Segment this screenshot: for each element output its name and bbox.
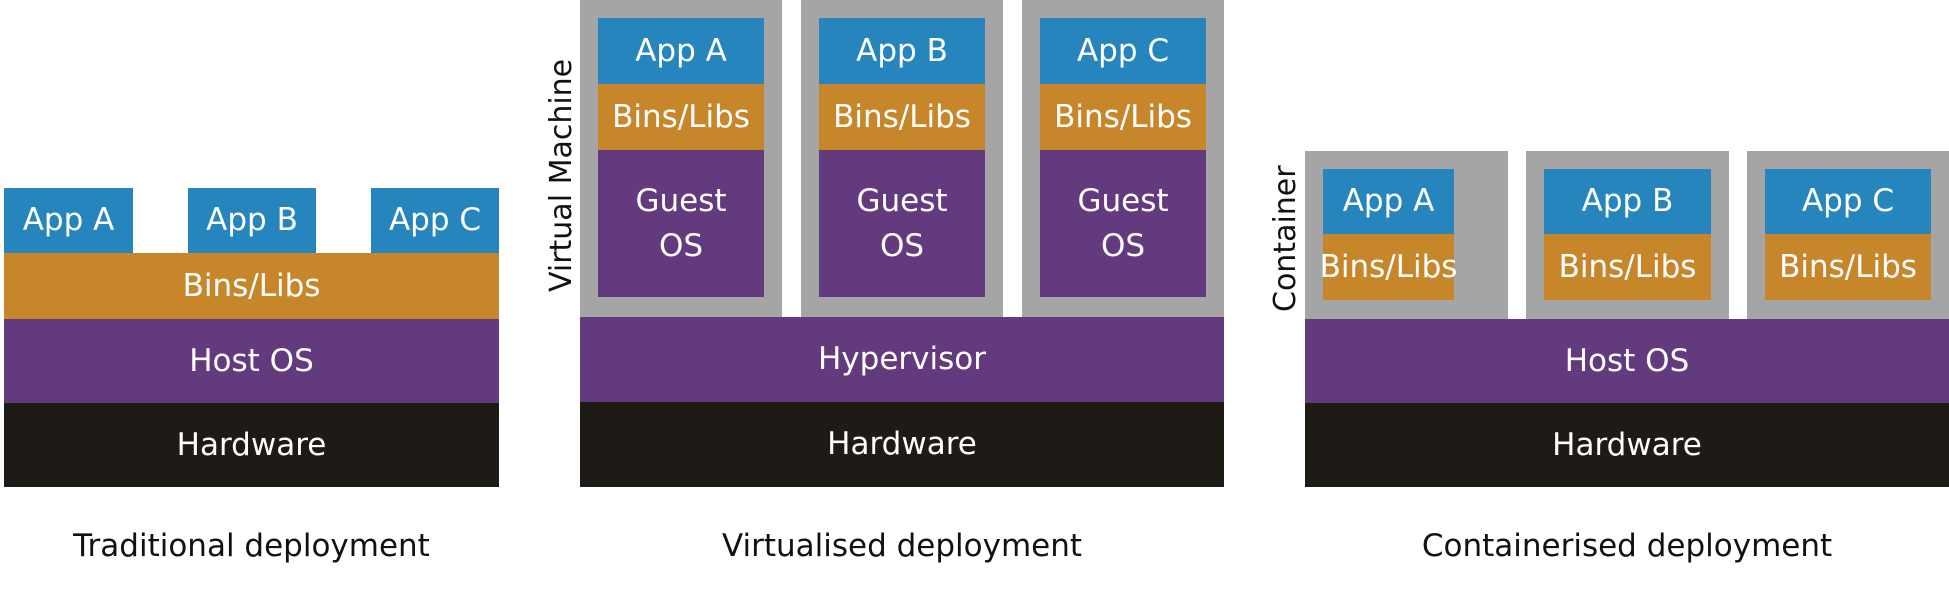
container-frame: App A Bins/Libs: [1305, 151, 1508, 319]
hypervisor-layer: Hypervisor: [580, 317, 1224, 402]
vm-bins-libs: Bins/Libs: [1040, 84, 1206, 150]
traditional-app-c: App C: [371, 188, 499, 253]
container-bins-libs: Bins/Libs: [1320, 234, 1457, 300]
containerised-host-os: Host OS: [1305, 319, 1949, 403]
container-frame: App C Bins/Libs: [1747, 151, 1949, 319]
vm-frame: App C Bins/Libs Guest OS: [1022, 0, 1224, 317]
container-app: App C: [1765, 169, 1931, 234]
containerised-hardware: Hardware: [1305, 403, 1949, 487]
virtual-machine-label: Virtual Machine: [544, 58, 579, 292]
vm-frame: App B Bins/Libs Guest OS: [801, 0, 1003, 317]
traditional-caption: Traditional deployment: [73, 528, 430, 564]
container-bins-libs: Bins/Libs: [1765, 234, 1931, 300]
traditional-bins-libs: Bins/Libs: [4, 253, 499, 319]
virtualised-hardware: Hardware: [580, 402, 1224, 487]
vm-bins-libs: Bins/Libs: [598, 84, 764, 150]
traditional-deployment: App A App B App C Bins/Libs Host OS Hard…: [0, 0, 560, 593]
virtualised-caption: Virtualised deployment: [721, 528, 1083, 564]
vm-app: App B: [819, 18, 985, 84]
vm-app: App C: [1040, 18, 1206, 84]
containerised-caption: Containerised deployment: [1421, 528, 1833, 564]
vm-frame: App A Bins/Libs Guest OS: [580, 0, 782, 317]
virtualised-deployment: Virtual Machine App A Bins/Libs Guest OS…: [530, 0, 1230, 593]
container-app: App A: [1323, 169, 1454, 234]
traditional-app-b: App B: [188, 188, 316, 253]
vm-bins-libs: Bins/Libs: [819, 84, 985, 150]
container-frame: App B Bins/Libs: [1526, 151, 1729, 319]
vm-app: App A: [598, 18, 764, 84]
traditional-app-a: App A: [4, 188, 133, 253]
vm-guest-os: Guest OS: [598, 150, 764, 297]
container-app: App B: [1544, 169, 1711, 234]
traditional-host-os: Host OS: [4, 319, 499, 403]
traditional-hardware: Hardware: [4, 403, 499, 487]
container-bins-libs: Bins/Libs: [1544, 234, 1711, 300]
containerised-deployment: Container App A Bins/Libs App B Bins/Lib…: [1255, 0, 1949, 593]
container-label: Container: [1268, 165, 1303, 312]
vm-guest-os: Guest OS: [819, 150, 985, 297]
vm-guest-os: Guest OS: [1040, 150, 1206, 297]
